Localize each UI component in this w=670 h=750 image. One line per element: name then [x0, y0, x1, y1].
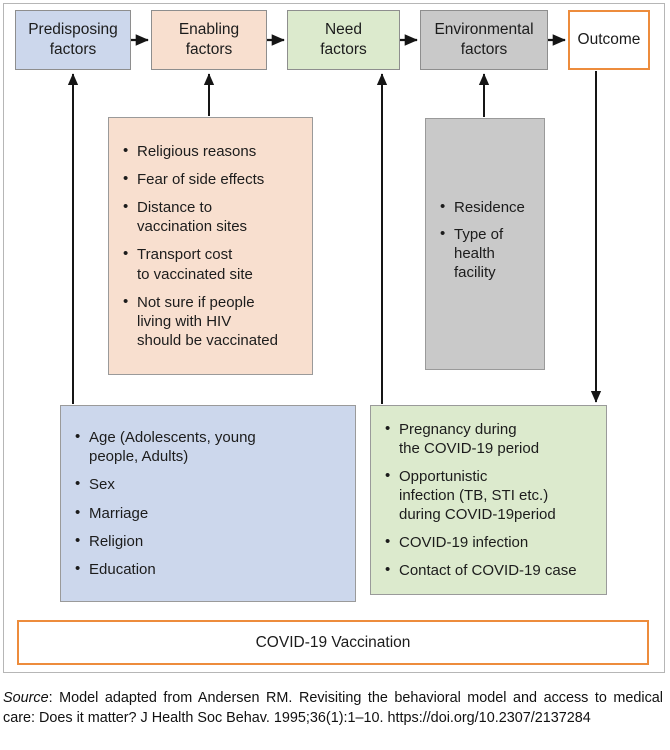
source-caption: Source: Model adapted from Andersen RM. … — [3, 688, 663, 729]
list-item: Religion — [75, 531, 343, 551]
detail-list-predisposing: Age (Adolescents, young people, Adults) … — [75, 427, 343, 579]
list-item: Marriage — [75, 502, 343, 523]
list-item: Fear of side effects — [123, 169, 300, 189]
list-item: Opportunistic infection (TB, STI etc.) d… — [385, 466, 594, 524]
detail-box-need: Pregnancy during the COVID-19 period Opp… — [370, 405, 607, 595]
stage-box-need[interactable]: Need factors — [287, 10, 400, 70]
detail-list-need: Pregnancy during the COVID-19 period Opp… — [385, 419, 594, 580]
stage-label-outcome: Outcome — [577, 31, 641, 49]
stage-box-predisposing[interactable]: Predisposing factors — [15, 10, 131, 70]
stage-label-environmental: Environmental factors — [434, 21, 534, 58]
list-item: Transport cost to vaccinated site — [123, 244, 300, 283]
vaccination-outcome-label: COVID-19 Vaccination — [255, 633, 411, 651]
stage-label-enabling: Enabling factors — [178, 21, 240, 58]
detail-box-predisposing: Age (Adolescents, young people, Adults) … — [60, 405, 356, 602]
vaccination-outcome-box[interactable]: COVID-19 Vaccination — [17, 620, 649, 665]
list-item: Not sure if people living with HIV shoul… — [123, 292, 300, 350]
stage-box-environmental[interactable]: Environmental factors — [420, 10, 548, 70]
source-text: : Model adapted from Andersen RM. Revisi… — [3, 690, 663, 727]
detail-list-enabling: Religious reasons Fear of side effects D… — [123, 141, 300, 350]
list-item: Distance to vaccination sites — [123, 197, 300, 236]
source-label: Source — [3, 690, 49, 706]
stage-label-predisposing: Predisposing factors — [28, 21, 118, 58]
stage-label-need: Need factors — [320, 21, 367, 58]
list-item: COVID-19 infection — [385, 532, 594, 552]
detail-list-environmental: Residence Type of health facility — [440, 197, 532, 290]
stage-box-outcome[interactable]: Outcome — [568, 10, 650, 70]
list-item: Pregnancy during the COVID-19 period — [385, 419, 594, 458]
list-item: Sex — [75, 474, 343, 494]
detail-box-enabling: Religious reasons Fear of side effects D… — [108, 117, 313, 375]
detail-box-environmental: Residence Type of health facility — [425, 118, 545, 370]
list-item: Residence — [440, 197, 532, 217]
list-item: Contact of COVID-19 case — [385, 560, 594, 580]
stage-box-enabling[interactable]: Enabling factors — [151, 10, 267, 70]
list-item: Age (Adolescents, young people, Adults) — [75, 427, 343, 466]
list-item: Education — [75, 559, 343, 579]
list-item: Religious reasons — [123, 141, 300, 161]
list-item: Type of health facility — [440, 224, 532, 282]
